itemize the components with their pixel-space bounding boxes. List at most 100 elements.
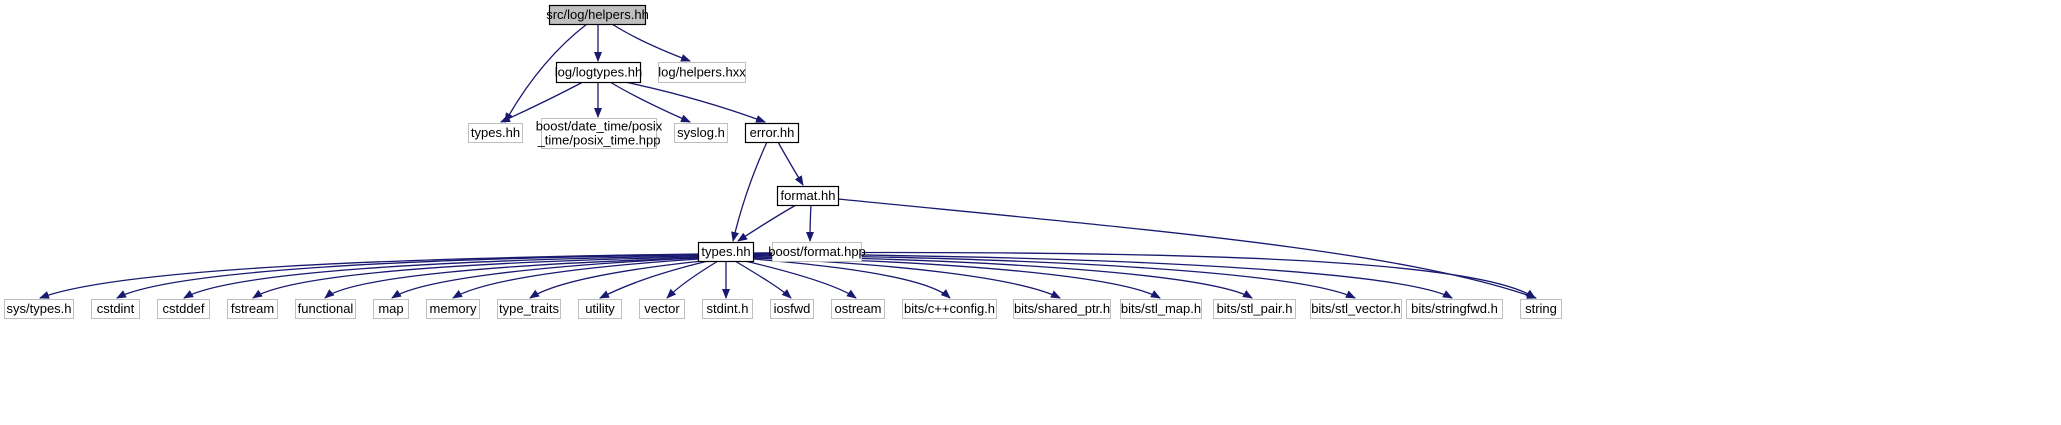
node-box (578, 299, 622, 319)
node-label: types.hh (471, 125, 520, 140)
node-box (468, 123, 523, 143)
edge-logtypes-to-syslog (609, 81, 691, 123)
node-box (1310, 299, 1402, 319)
node-box (426, 299, 480, 319)
node-sys_types: sys/types.h (4, 299, 74, 319)
node-string: string (1520, 299, 1562, 319)
node-box (639, 299, 685, 319)
node-box (555, 61, 642, 84)
node-box (658, 62, 746, 83)
edge-logtypes-to-error (624, 81, 766, 123)
edge-types_main-to-stl_map (752, 256, 1161, 299)
node-label: _time/posix_time.hpp (537, 133, 661, 148)
node-box (702, 299, 753, 319)
nodes-layer: src/log/helpers.hh log/logtypes.hh log/hel… (4, 4, 1562, 319)
node-boost_posix: boost/date_time/posix_time/posix_time.hp… (536, 118, 663, 149)
node-error[interactable]: error.hh (744, 122, 800, 144)
node-cstddef: cstddef (157, 299, 210, 319)
node-fstream: fstream (227, 299, 278, 319)
edge-types_main-to-ostream (744, 260, 857, 299)
node-box (541, 118, 657, 149)
node-label: cstdint (97, 301, 135, 316)
edge-root-to-helpers_hxx (611, 23, 691, 62)
node-functional: functional (295, 299, 356, 319)
edge-logtypes-to-types_log (500, 81, 584, 123)
node-format[interactable]: format.hh (776, 185, 840, 207)
node-box (697, 241, 755, 263)
node-label: map (378, 301, 403, 316)
edge-format-to-string (837, 198, 1537, 299)
node-stdint: stdint.h (702, 299, 753, 319)
node-box (772, 242, 862, 262)
edge-types_main-to-cstdint (116, 254, 699, 299)
node-memory: memory (426, 299, 480, 319)
edge-format-to-types_main (737, 204, 797, 242)
node-label: bits/shared_ptr.h (1014, 301, 1110, 316)
edge-types_main-to-shared_ptr (752, 257, 1061, 299)
node-stringfwd: bits/stringfwd.h (1406, 299, 1503, 319)
node-label: boost/date_time/posix (536, 119, 663, 134)
node-root[interactable]: src/log/helpers.hh (546, 4, 649, 26)
node-label: bits/stl_map.h (1121, 301, 1201, 316)
node-logtypes[interactable]: log/logtypes.hh (555, 61, 642, 84)
node-shared_ptr: bits/shared_ptr.h (1013, 299, 1111, 319)
node-stl_pair: bits/stl_pair.h (1213, 299, 1296, 319)
node-label: stdint.h (707, 301, 749, 316)
node-iosfwd: iosfwd (770, 299, 814, 319)
node-box (1520, 299, 1562, 319)
node-label: utility (585, 301, 615, 316)
node-box (1120, 299, 1202, 319)
node-vector: vector (639, 299, 685, 319)
node-types_main[interactable]: types.hh (697, 241, 755, 263)
edge-types_main-to-stl_vector (752, 254, 1356, 299)
node-box (1213, 299, 1296, 319)
node-label: format.hh (781, 188, 836, 203)
edges-layer (39, 23, 1537, 299)
node-label: bits/stl_pair.h (1217, 301, 1293, 316)
node-type_traits: type_traits (497, 299, 561, 319)
edge-types_main-to-type_traits (529, 260, 703, 299)
node-label: bits/stl_vector.h (1311, 301, 1401, 316)
node-label: fstream (231, 301, 274, 316)
node-label: log/helpers.hxx (658, 65, 746, 80)
node-cstdint: cstdint (91, 299, 140, 319)
edge-types_main-to-map (391, 257, 699, 299)
node-boost_format: boost/format.hpp (768, 242, 866, 262)
node-label: sys/types.h (6, 301, 71, 316)
edge-root-to-types_log (504, 23, 588, 123)
node-box (744, 122, 800, 144)
node-box (776, 185, 840, 207)
edge-types_main-to-cxxconfig (752, 258, 951, 299)
node-box (497, 299, 561, 319)
edge-error-to-format (777, 141, 804, 186)
node-label: boost/format.hpp (768, 244, 866, 259)
edge-types_main-to-stringfwd (752, 253, 1453, 299)
node-map: map (373, 299, 409, 319)
node-label: string (1525, 301, 1557, 316)
node-stl_vector: bits/stl_vector.h (1310, 299, 1402, 319)
node-box (4, 299, 74, 319)
node-label: functional (298, 301, 354, 316)
node-helpers_hxx: log/helpers.hxx (658, 62, 746, 83)
node-label: types.hh (701, 244, 750, 259)
node-label: bits/stringfwd.h (1411, 301, 1498, 316)
node-box (157, 299, 210, 319)
node-syslog: syslog.h (674, 123, 728, 143)
node-box (902, 299, 997, 319)
node-cxxconfig: bits/c++config.h (902, 299, 997, 319)
edge-types_main-to-memory (452, 258, 700, 299)
node-box (548, 4, 647, 26)
node-label: log/logtypes.hh (555, 65, 642, 80)
node-box (1406, 299, 1503, 319)
edge-types_main-to-fstream (252, 256, 699, 299)
node-label: bits/c++config.h (904, 301, 995, 316)
node-stl_map: bits/stl_map.h (1120, 299, 1202, 319)
node-label: memory (430, 301, 477, 316)
edge-error-to-types_main (731, 141, 768, 242)
edge-types_main-to-functional (324, 257, 699, 299)
node-utility: utility (578, 299, 622, 319)
node-label: src/log/helpers.hh (546, 7, 649, 22)
edge-types_main-to-cstddef (183, 255, 699, 299)
